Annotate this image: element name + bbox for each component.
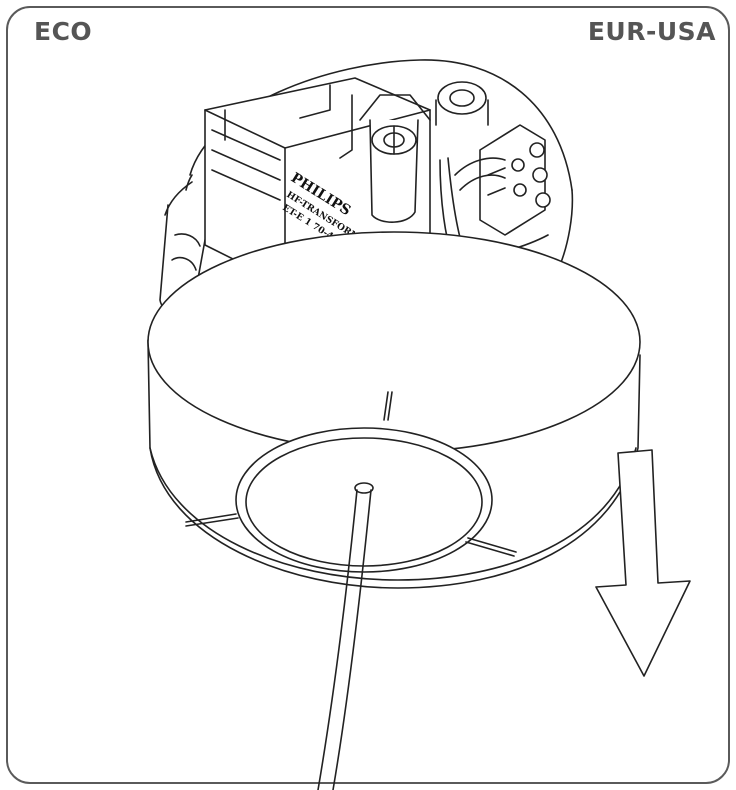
terminal-block <box>479 124 551 236</box>
lamp-canopy <box>147 231 641 589</box>
top-fitting <box>435 81 489 126</box>
cable-gland <box>359 94 431 223</box>
down-arrow-icon <box>595 449 691 677</box>
suspension-cable <box>317 482 374 790</box>
variant-label-eco: ECO <box>34 17 93 46</box>
alignment-marks <box>185 391 517 557</box>
diagram-frame <box>6 6 730 784</box>
variant-label-region: EUR-USA <box>587 17 716 46</box>
